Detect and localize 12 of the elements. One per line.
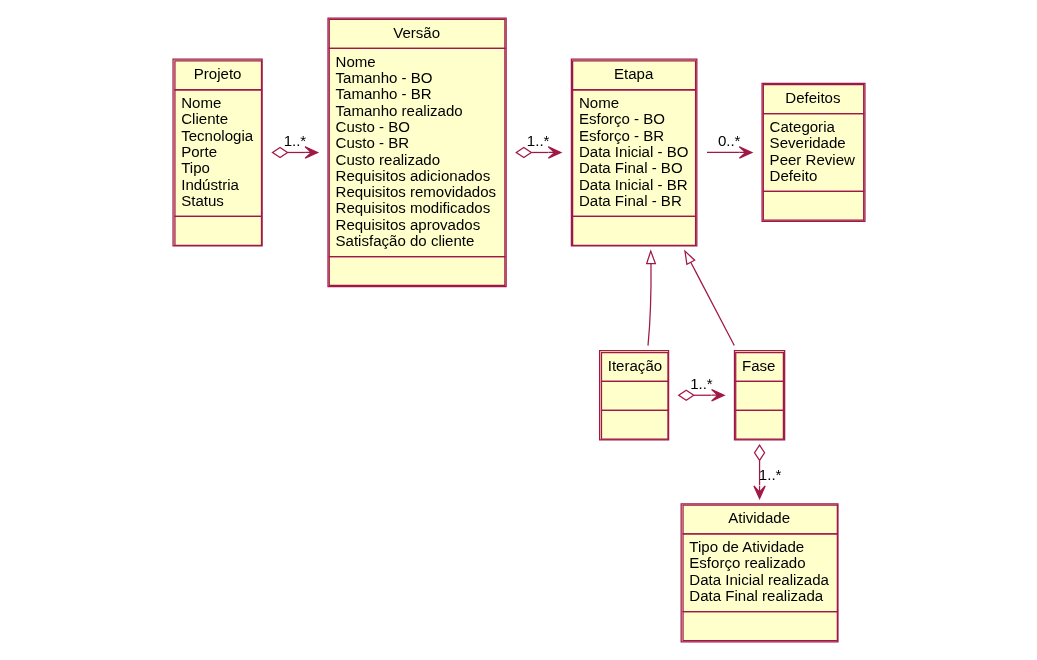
edge-label: 1..* — [758, 465, 781, 483]
arrow — [752, 444, 766, 500]
edge-label: 1..* — [283, 131, 306, 149]
arrow — [677, 388, 725, 402]
edge-label: 1..* — [526, 131, 549, 149]
edge-label: 0..* — [717, 131, 740, 149]
arrow — [270, 146, 318, 159]
arrow — [514, 146, 562, 159]
arrow — [705, 146, 753, 159]
arrow — [645, 249, 656, 347]
edge-label: 1..* — [689, 374, 713, 392]
arrow — [683, 249, 735, 347]
